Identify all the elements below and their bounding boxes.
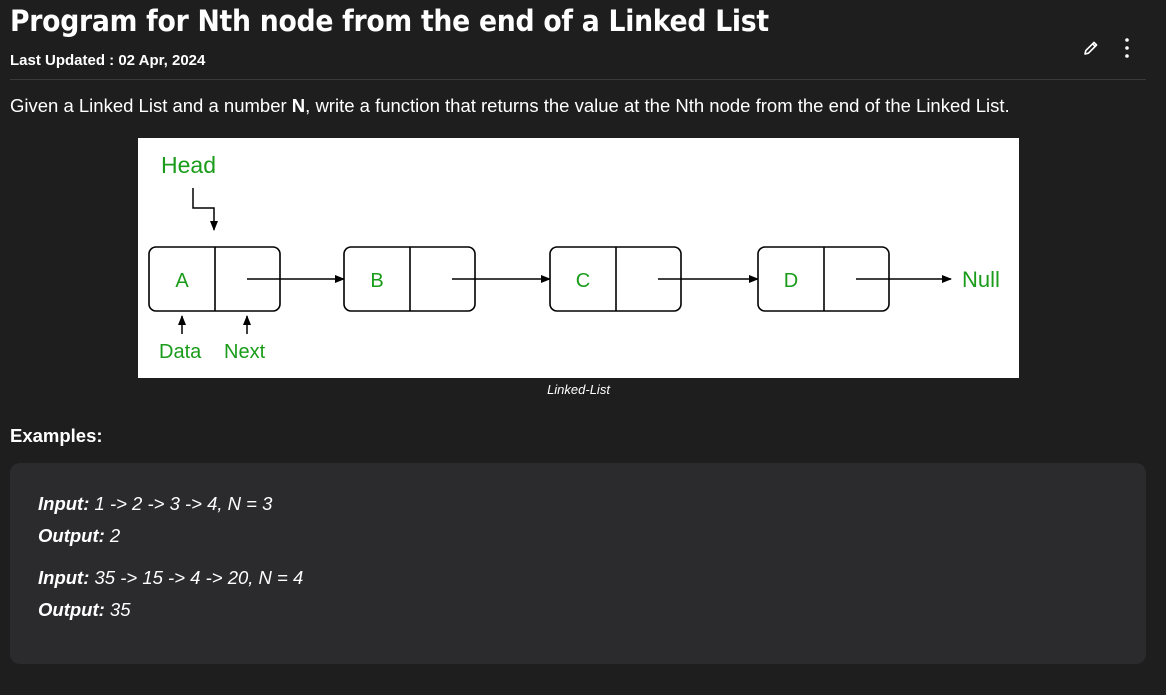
examples-box: Input: 1 -> 2 -> 3 -> 4, N = 3 Output: 2… — [10, 463, 1146, 664]
output-value: 35 — [104, 599, 131, 620]
next-label: Next — [224, 341, 266, 363]
input-value: 35 -> 15 -> 4 -> 20, N = 4 — [89, 567, 304, 588]
null-label: Null — [962, 267, 1000, 292]
head-label: Head — [161, 152, 216, 178]
article-actions — [1080, 36, 1138, 60]
node-b: B — [343, 246, 476, 312]
input-label: Input: — [38, 567, 90, 588]
linked-list-diagram: Head A B C — [148, 152, 1000, 363]
node-c-label: C — [576, 270, 590, 292]
edit-button[interactable] — [1080, 36, 1102, 60]
last-updated: Last Updated : 02 Apr, 2024 — [10, 52, 206, 69]
input-value: 1 -> 2 -> 3 -> 4, N = 3 — [89, 493, 273, 514]
node-b-label: B — [370, 270, 383, 292]
output-label: Output: — [38, 525, 105, 546]
data-label: Data — [159, 341, 202, 363]
pencil-icon — [1084, 41, 1098, 55]
node-c: C — [549, 246, 682, 312]
intro-text-end: , write a function that returns the valu… — [305, 95, 1010, 116]
node-d-label: D — [784, 270, 798, 292]
header-divider — [10, 79, 1146, 80]
example-2-output: Output: 35 — [38, 599, 131, 621]
intro-paragraph: Given a Linked List and a number N, writ… — [10, 95, 1010, 117]
example-1-input: Input: 1 -> 2 -> 3 -> 4, N = 3 — [38, 493, 272, 515]
more-options-button[interactable] — [1116, 36, 1138, 60]
intro-text-start: Given a Linked List and a number — [10, 95, 292, 116]
output-label: Output: — [38, 599, 105, 620]
linked-list-figure: Head A B C — [138, 138, 1019, 378]
vertical-dots-icon — [1125, 38, 1129, 58]
head-arrow — [192, 188, 218, 231]
figure-caption: Linked-List — [547, 382, 610, 397]
intro-text-n: N — [291, 95, 306, 116]
example-2-input: Input: 35 -> 15 -> 4 -> 20, N = 4 — [38, 567, 303, 589]
output-value: 2 — [104, 525, 121, 546]
node-a-label: A — [175, 270, 189, 292]
page-title: Program for Nth node from the end of a L… — [10, 4, 769, 38]
examples-heading: Examples: — [10, 425, 103, 446]
example-1-output: Output: 2 — [38, 525, 120, 547]
input-label: Input: — [38, 493, 90, 514]
